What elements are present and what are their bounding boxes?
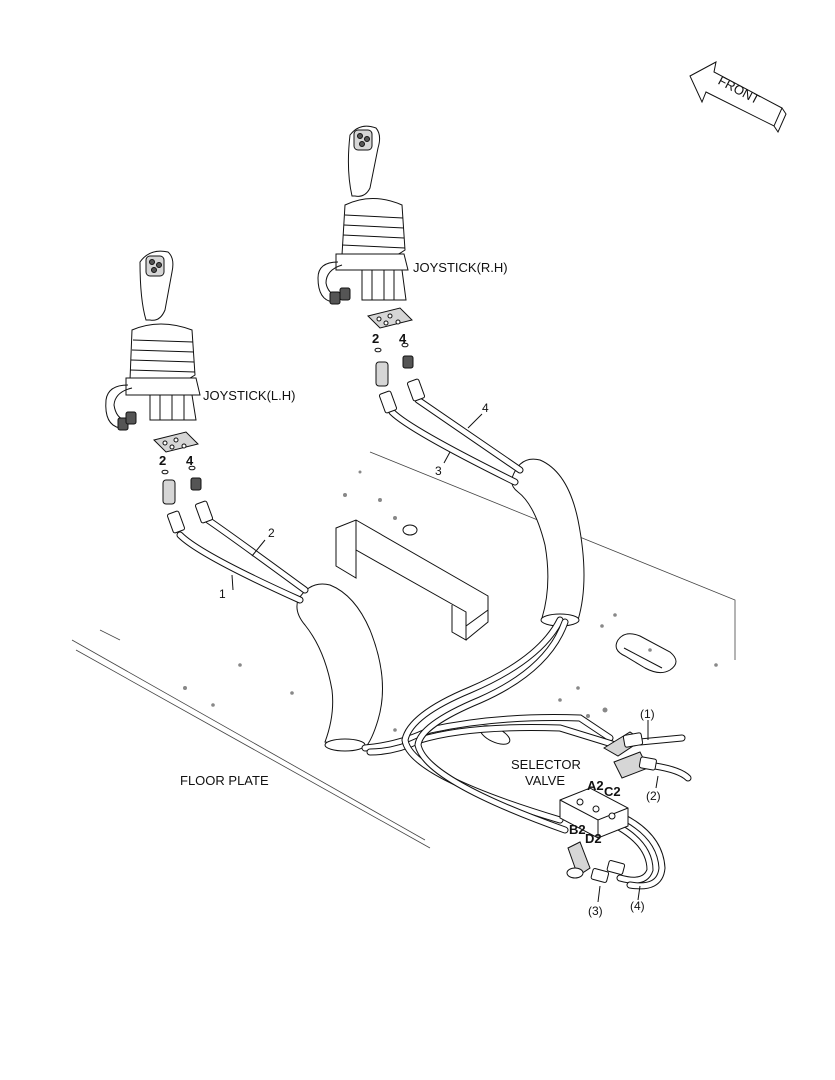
- left-hose-boot: [296, 583, 383, 752]
- outlet-1-label: (1): [640, 707, 655, 721]
- port-c2-label: C2: [604, 784, 621, 799]
- selector-valve[interactable]: [559, 731, 657, 883]
- floor-plate: [71, 451, 736, 849]
- selector-valve-label-line2: VALVE: [525, 773, 565, 788]
- valve-hoses: [361, 616, 692, 890]
- leader-lines: [231, 413, 659, 903]
- left-port-4-label: 4: [186, 453, 194, 468]
- right-hoses: [388, 396, 524, 486]
- joystick-left-label: JOYSTICK(L.H): [203, 388, 295, 403]
- port-d2-label: D2: [585, 831, 602, 846]
- hose-4-label: 4: [482, 401, 489, 415]
- front-arrow: FRONT: [689, 61, 787, 134]
- left-port-2-label: 2: [159, 453, 166, 468]
- hose-1-label: 1: [219, 587, 226, 601]
- right-joystick[interactable]: [317, 125, 425, 414]
- port-a2-label: A2: [587, 778, 604, 793]
- right-port-4-label: 4: [399, 331, 407, 346]
- outlet-3-label: (3): [588, 904, 603, 918]
- port-b2-label: B2: [569, 822, 586, 837]
- right-port-2-label: 2: [372, 331, 379, 346]
- floor-plate-label: FLOOR PLATE: [180, 773, 269, 788]
- hose-2-label: 2: [268, 526, 275, 540]
- left-joystick[interactable]: [105, 250, 213, 534]
- outlet-2-label: (2): [646, 789, 661, 803]
- joystick-right-label: JOYSTICK(R.H): [413, 260, 508, 275]
- left-hoses: [176, 516, 309, 604]
- right-hose-boot: [511, 458, 585, 627]
- outlet-4-label: (4): [630, 899, 645, 913]
- selector-valve-label-line1: SELECTOR: [511, 757, 581, 772]
- mounting-bracket: [335, 519, 489, 641]
- hose-3-label: 3: [435, 464, 442, 478]
